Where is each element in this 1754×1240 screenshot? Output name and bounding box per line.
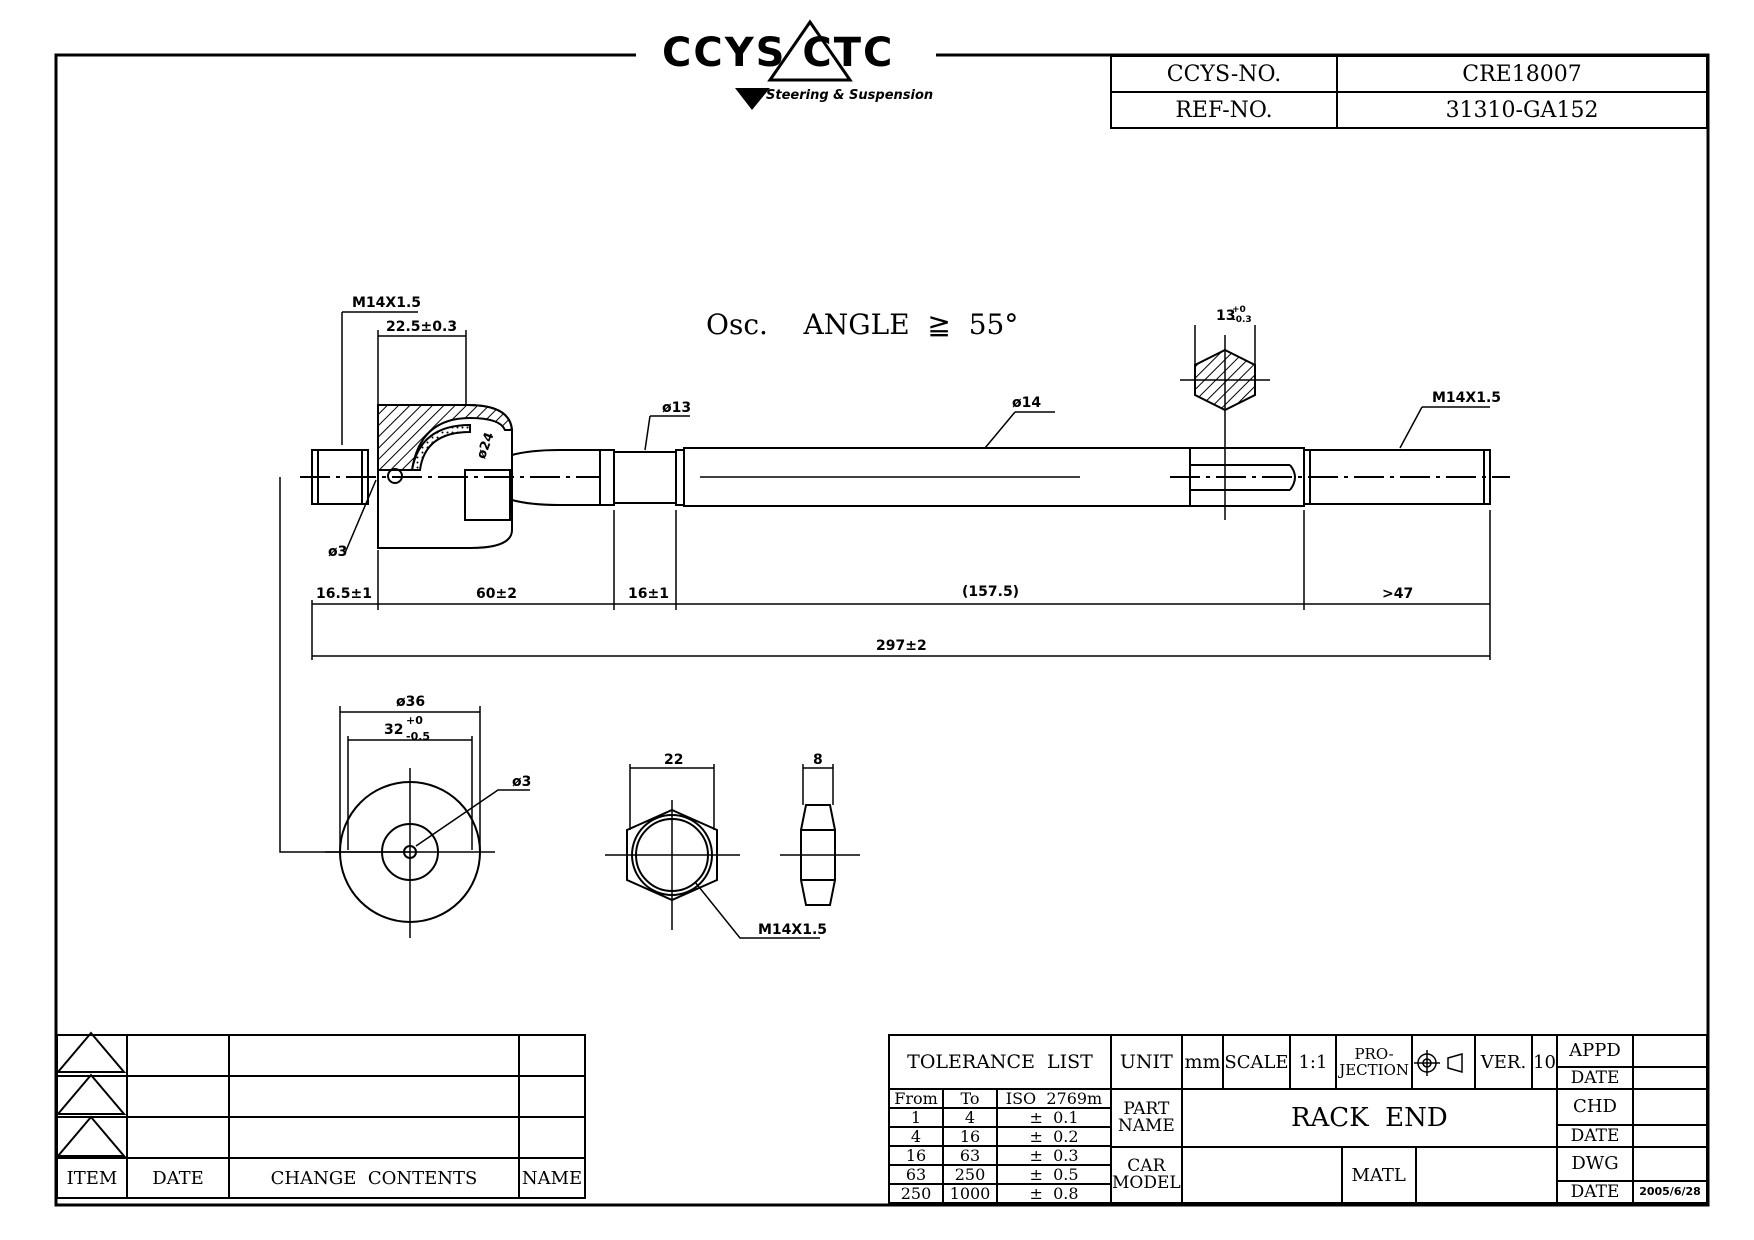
dim-hex-tol-lower: -0.3 [1232, 315, 1252, 325]
tol-row-5-value: ± 0.8 [1029, 1184, 1079, 1203]
ref-no-label: REF-NO. [1110, 91, 1338, 129]
dim-nut-across-flats: 22 [664, 752, 683, 768]
dim-hex-width: 13 [1216, 308, 1235, 324]
tol-header-from: From [890, 1090, 944, 1109]
tol-row-4-to: 250 [943, 1165, 998, 1185]
housing-end-view [325, 706, 530, 938]
tol-row-3-value: ± 0.3 [997, 1146, 1110, 1166]
tol-row-5-to: 1000 [943, 1184, 998, 1202]
projection-label: PRO- JECTION [1336, 1036, 1413, 1088]
dim-housing-tol-upper: +0 [406, 714, 423, 727]
rack-end-side-view [300, 404, 1510, 549]
dwg-label: DWG [1558, 1148, 1632, 1182]
title-block: TOLERANCE LIST UNIT mm SCALE 1:1 PRO- JE… [888, 1034, 1708, 1204]
logo-tagline: Steering & Suspension [766, 88, 934, 103]
dim-nut-thickness: 8 [813, 752, 823, 768]
dim-thread-left: M14X1.5 [352, 295, 421, 311]
right-thread [1303, 449, 1491, 505]
tol-row-1-from: 1 [890, 1108, 944, 1128]
part-name-value: RACK END [1180, 1088, 1559, 1148]
dim-seg5: >47 [1382, 586, 1413, 602]
dim-overall: 297±2 [876, 638, 927, 654]
dim-shaft-dia: ø14 [1012, 395, 1041, 411]
logo-brand: CCYS CTC [662, 30, 895, 76]
dim-housing-inner: 32 [384, 722, 403, 738]
dwg-date-label: DATE [1570, 1182, 1620, 1202]
osc-angle-note: Osc. ANGLE ≧ 55° [706, 308, 1018, 341]
dwg-date-value: 2005/6/28 [1639, 1185, 1701, 1198]
nut-front-view [605, 764, 820, 939]
ccys-no-value: CRE18007 [1336, 55, 1708, 93]
part-name-label: PART NAME [1110, 1088, 1183, 1148]
rev-header-item: ITEM [56, 1157, 128, 1199]
car-model-label: CAR MODEL [1110, 1146, 1183, 1204]
appd-label: APPD [1558, 1036, 1632, 1068]
tol-row-5-from: 250 [890, 1184, 944, 1202]
revision-table: ITEM DATE CHANGE CONTENTS NAME [56, 1034, 586, 1199]
rev-header-date: DATE [126, 1157, 230, 1199]
tol-header-iso: ISO 2769m [997, 1090, 1110, 1109]
ccys-no-label: CCYS-NO. [1110, 55, 1338, 93]
tol-row-3-from: 16 [890, 1146, 944, 1166]
scale-label: SCALE [1223, 1036, 1291, 1088]
header-table: CCYS-NO. CRE18007 REF-NO. 31310-GA152 [1110, 55, 1708, 129]
tol-row-3-to: 63 [943, 1146, 998, 1166]
tol-row-2-to: 16 [943, 1127, 998, 1147]
tol-row-2-value: ± 0.2 [997, 1127, 1110, 1147]
dim-housing-hole: ø3 [512, 774, 531, 790]
dim-hex-tol-upper: +0 [1232, 305, 1246, 315]
rev-header-name: NAME [518, 1157, 586, 1199]
dimension-lines [279, 311, 1491, 853]
chd-date-label: DATE [1570, 1126, 1620, 1146]
dim-seg1: 16.5±1 [316, 586, 372, 602]
chd-cell: CHD DATE [1556, 1088, 1634, 1148]
hex-section-view [1180, 325, 1270, 520]
tolerance-title: TOLERANCE LIST [888, 1034, 1112, 1090]
tol-row-1-value: ± 0.1 [997, 1108, 1110, 1128]
dim-socket-length: 22.5±0.3 [386, 319, 457, 335]
ref-no-value: 31310-GA152 [1336, 91, 1708, 129]
unit-label: UNIT [1110, 1034, 1183, 1090]
dim-hole-dia: ø3 [328, 544, 347, 560]
chd-label: CHD [1558, 1090, 1632, 1126]
dim-seg2: 60±2 [476, 586, 517, 602]
neck-d13 [613, 451, 677, 504]
tol-row-4-from: 63 [890, 1165, 944, 1185]
unit-value: mm SCALE 1:1 PRO- JECTION VER. 10 [1180, 1034, 1559, 1090]
rev-header-change: CHANGE CONTENTS [228, 1157, 520, 1199]
tol-header-to: To [943, 1090, 998, 1109]
triangle-logo-icon [735, 19, 853, 110]
ver-value: 10 [1533, 1051, 1556, 1073]
ver-label: VER. [1474, 1036, 1534, 1088]
dim-ball-dia: ø24 [474, 430, 497, 461]
tol-row-4-value: ± 0.5 [997, 1165, 1110, 1185]
projection-symbol-cell [1411, 1036, 1476, 1088]
appd-cell: APPD DATE [1556, 1034, 1634, 1090]
nut-side-view [780, 764, 860, 906]
dim-neck-dia: ø13 [662, 400, 691, 416]
pin-hole [387, 468, 403, 484]
dim-seg4: (157.5) [962, 584, 1019, 600]
dim-nut-thread: M14X1.5 [758, 922, 827, 938]
dim-seg3: 16±1 [628, 586, 669, 602]
scale-value: 1:1 [1289, 1036, 1338, 1088]
tol-row-2-from: 4 [890, 1127, 944, 1147]
dim-housing-dia: ø36 [396, 694, 425, 710]
dim-thread-right: M14X1.5 [1432, 390, 1501, 406]
drawing-frame [54, 53, 1710, 1207]
matl-label: MATL [1341, 1148, 1417, 1202]
appd-date-label: DATE [1570, 1068, 1620, 1088]
dim-housing-tol-lower: -0.5 [406, 730, 430, 743]
tol-row-1-to: 4 [943, 1108, 998, 1128]
dwg-cell: DWG DATE [1556, 1146, 1634, 1204]
unit-value-text: mm [1182, 1036, 1225, 1088]
